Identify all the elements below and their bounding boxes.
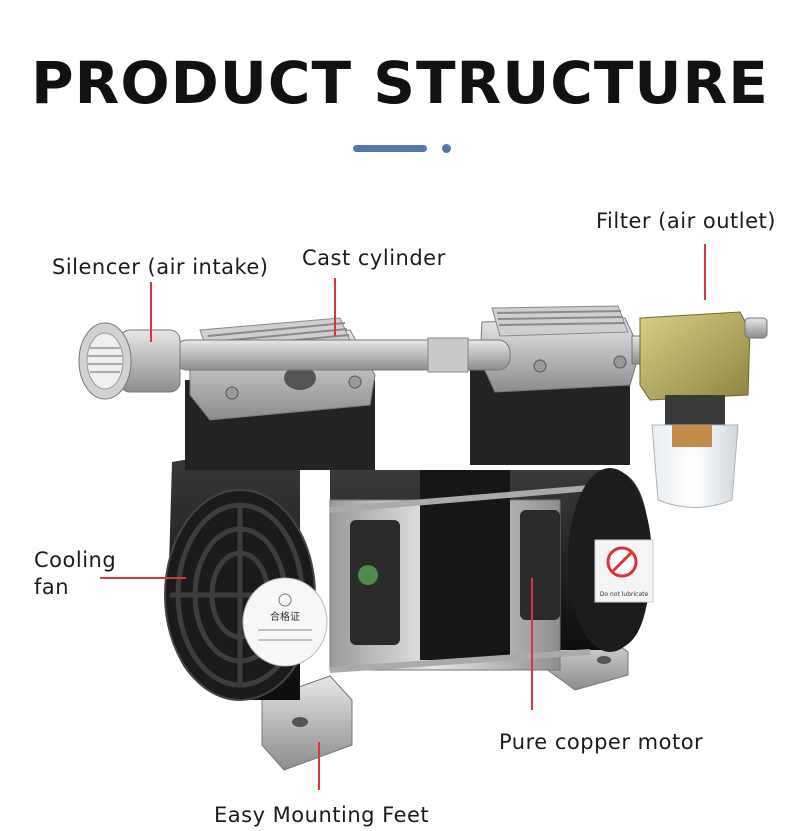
label-cooling-fan: Cooling fan [34,547,116,601]
label-cooling-line2: fan [34,575,70,599]
label-cooling-line1: Cooling [34,548,117,572]
cast-cylinder-right [479,305,641,393]
page-title: PRODUCT STRUCTURE [31,49,769,117]
certificate-sticker: 合格证 [242,577,328,667]
silencer [78,322,181,400]
svg-text:Do not lubricate: Do not lubricate [600,591,649,598]
label-feet: Easy Mounting Feet [214,803,430,827]
leader-lines [100,244,706,790]
label-filter: Filter (air outlet) [596,209,776,233]
connecting-pipe [174,337,511,373]
filter [631,311,768,508]
title-underline-bar [353,145,427,152]
label-cast-cylinder: Cast cylinder [302,246,446,270]
label-silencer: Silencer (air intake) [52,255,269,279]
label-motor: Pure copper motor [499,730,704,754]
svg-text:合格证: 合格证 [270,610,300,623]
title-underline-dot [442,144,451,153]
warning-label: Do not lubricate [594,539,654,603]
motor-body [329,468,652,673]
